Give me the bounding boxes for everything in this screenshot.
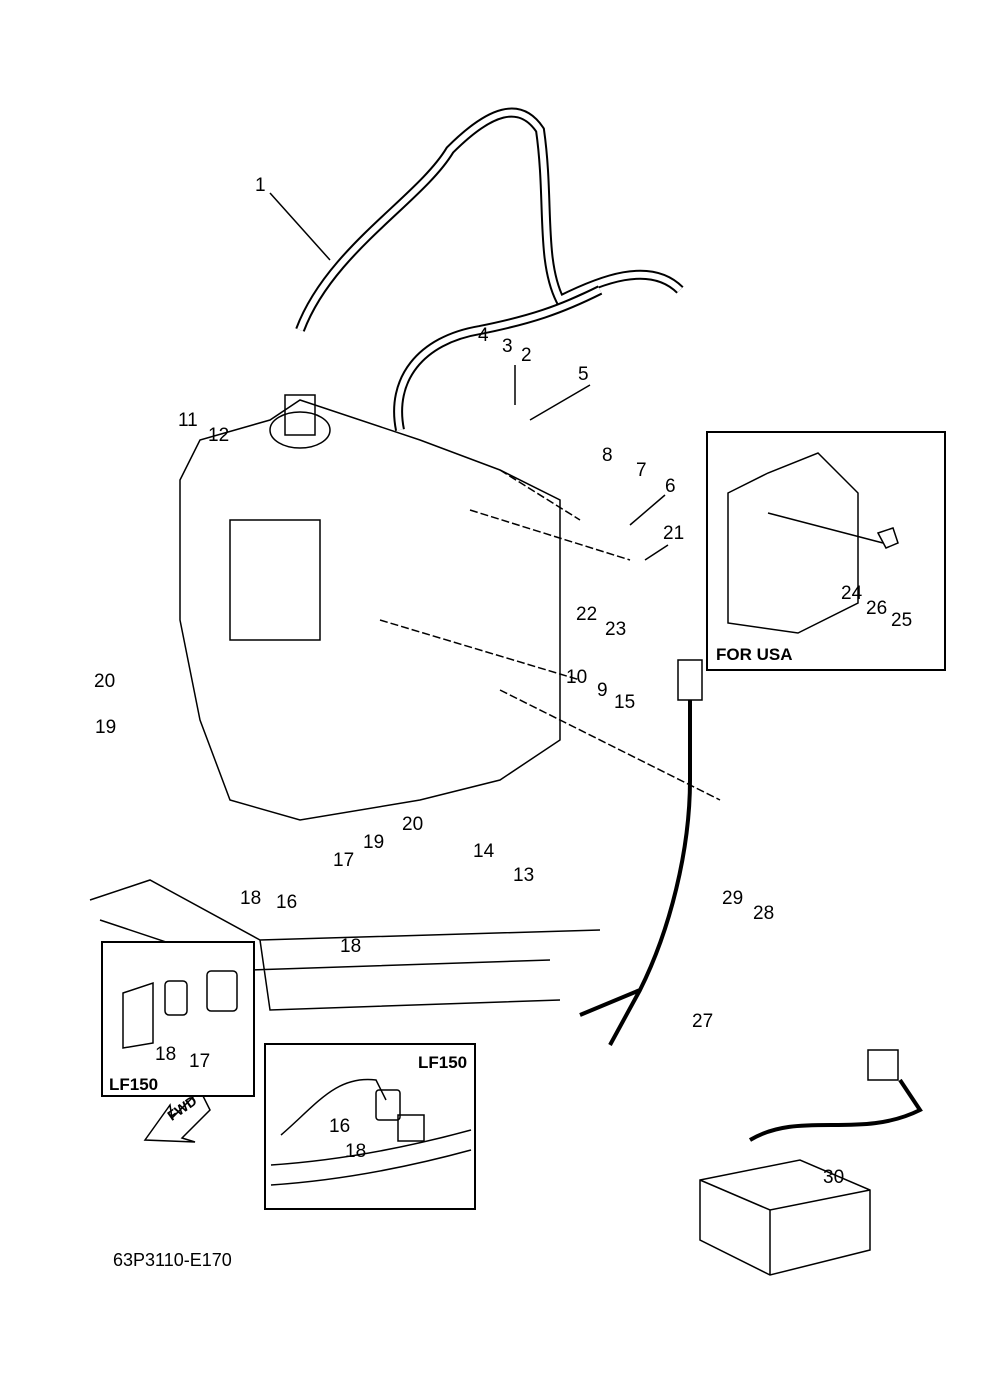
callout-19a[interactable]: 19 — [95, 717, 117, 738]
callout-6[interactable]: 6 — [665, 476, 676, 497]
inset-title-lf150-right: LF150 — [418, 1053, 468, 1072]
inset-lf150-left: 18 17 LF150 — [101, 941, 255, 1097]
inset-callout-18-right[interactable]: 18 — [345, 1141, 367, 1162]
connector-30 — [867, 1049, 899, 1081]
battery-cable — [579, 700, 692, 1046]
callout-16[interactable]: 16 — [276, 892, 298, 913]
callout-9[interactable]: 9 — [597, 680, 608, 701]
diagram-code: 63P3110-E170 — [113, 1250, 232, 1270]
callout-15[interactable]: 15 — [614, 692, 636, 713]
callout-23[interactable]: 23 — [605, 619, 627, 640]
callout-13[interactable]: 13 — [513, 865, 535, 886]
callout-5[interactable]: 5 — [578, 364, 589, 385]
inset-lf150-right: 16 18 LF150 — [264, 1043, 476, 1210]
callout-21[interactable]: 21 — [663, 523, 685, 544]
battery-lead — [748, 1078, 923, 1142]
callout-29[interactable]: 29 — [722, 888, 744, 909]
inset-usa-drawing — [727, 452, 899, 634]
callout-30[interactable]: 30 — [823, 1167, 845, 1188]
inset-lf150-right-drawing — [270, 1078, 472, 1186]
callout-25[interactable]: 25 — [891, 610, 913, 631]
inset-title-for-usa: FOR USA — [716, 645, 793, 664]
inset-lf150-left-drawing — [122, 970, 238, 1049]
callout-19b[interactable]: 19 — [363, 832, 385, 853]
inset-callout-18[interactable]: 18 — [155, 1044, 177, 1065]
inset-for-usa: 24 26 25 FOR USA — [706, 431, 946, 671]
fwd-arrow — [143, 1088, 211, 1143]
cable-boot — [677, 659, 703, 701]
callout-27[interactable]: 27 — [692, 1011, 714, 1032]
callout-8[interactable]: 8 — [602, 445, 613, 466]
inset-title-lf150-left: LF150 — [109, 1075, 159, 1094]
inset-callout-16[interactable]: 16 — [329, 1116, 351, 1137]
callout-18b[interactable]: 18 — [340, 936, 362, 957]
callout-20a[interactable]: 20 — [94, 671, 116, 692]
callout-24[interactable]: 24 — [841, 583, 863, 604]
ecu-box — [229, 519, 321, 641]
wire-harness-lower — [393, 285, 603, 431]
callout-12[interactable]: 12 — [208, 425, 230, 446]
callout-28[interactable]: 28 — [753, 903, 775, 924]
callout-1[interactable]: 1 — [255, 175, 266, 196]
callout-17[interactable]: 17 — [333, 850, 355, 871]
callout-11[interactable]: 11 — [178, 410, 198, 431]
callout-26[interactable]: 26 — [866, 598, 888, 619]
callout-4[interactable]: 4 — [478, 325, 489, 346]
callout-10[interactable]: 10 — [566, 667, 588, 688]
callout-18a[interactable]: 18 — [240, 888, 262, 909]
engine-block — [179, 399, 561, 821]
callout-2[interactable]: 2 — [521, 345, 532, 366]
flywheel-shaft — [269, 411, 331, 449]
callout-20b[interactable]: 20 — [402, 814, 424, 835]
callout-22[interactable]: 22 — [576, 604, 598, 625]
wire-harness — [295, 107, 684, 332]
battery — [699, 1159, 871, 1276]
callout-7[interactable]: 7 — [636, 460, 647, 481]
inset-callout-17[interactable]: 17 — [189, 1051, 211, 1072]
callout-14[interactable]: 14 — [473, 841, 495, 862]
callout-3[interactable]: 3 — [502, 336, 513, 357]
